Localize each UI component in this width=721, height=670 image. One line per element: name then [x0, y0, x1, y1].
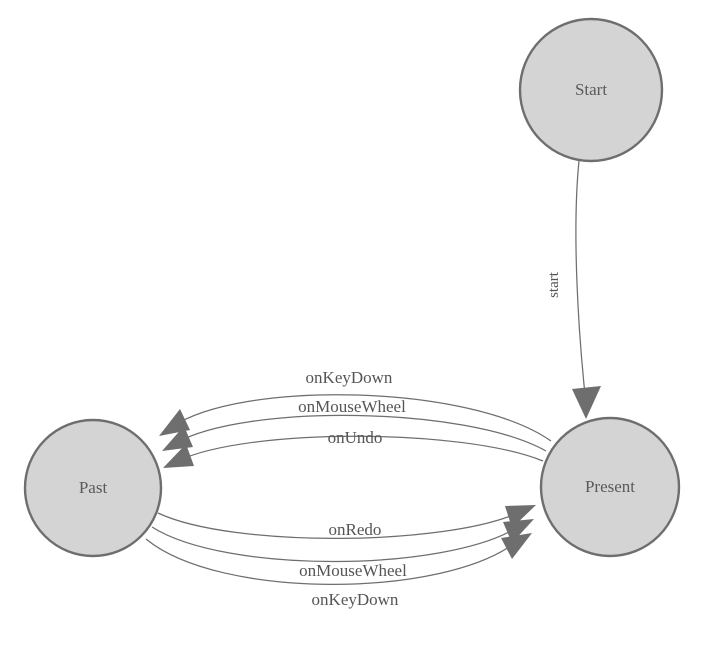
edge-label-top-2: onMouseWheel — [298, 397, 406, 416]
node-present[interactable]: Present — [539, 416, 681, 558]
edge-past-to-present-onkeydown[interactable]: onKeyDown — [145, 533, 532, 609]
edge-label-top-3: onUndo — [328, 428, 383, 447]
node-present-label: Present — [585, 477, 635, 496]
edge-present-to-past-onundo[interactable]: onUndo — [163, 428, 544, 468]
edge-label-top-1: onKeyDown — [306, 368, 393, 387]
node-start[interactable]: Start — [518, 17, 664, 163]
edge-past-to-present-onmousewheel-path — [151, 526, 519, 563]
edge-label-bottom-1: onRedo — [329, 520, 382, 539]
node-past[interactable]: Past — [23, 418, 163, 558]
edge-label-bottom-3: onKeyDown — [312, 590, 399, 609]
node-past-label: Past — [79, 478, 108, 497]
edge-present-to-past-onmousewheel-path — [175, 414, 547, 452]
arrowhead-into-past-2 — [162, 426, 193, 451]
arrowhead-into-present-top — [572, 386, 601, 419]
node-start-circle — [518, 17, 664, 163]
arrowhead-into-past-3 — [163, 444, 194, 468]
edge-past-to-present-onkeydown-path — [145, 538, 517, 585]
node-start-label: Start — [575, 80, 607, 99]
node-past-circle — [23, 418, 163, 558]
edge-start-to-present-path — [575, 160, 587, 405]
edge-present-to-past-onundo-path — [177, 435, 544, 462]
edge-past-to-present-onredo[interactable]: onRedo — [157, 505, 536, 539]
edge-present-to-past-onkeydown-path — [171, 394, 552, 442]
arrowhead-into-present-3 — [501, 533, 532, 559]
edge-start-to-present[interactable]: start — [546, 160, 601, 419]
edge-label-start: start — [546, 271, 562, 298]
edge-label-bottom-2: onMouseWheel — [299, 561, 407, 580]
edge-past-to-present-onredo-path — [157, 511, 521, 539]
edge-present-to-past-onmousewheel[interactable]: onMouseWheel — [162, 397, 547, 452]
node-present-circle — [539, 416, 681, 558]
